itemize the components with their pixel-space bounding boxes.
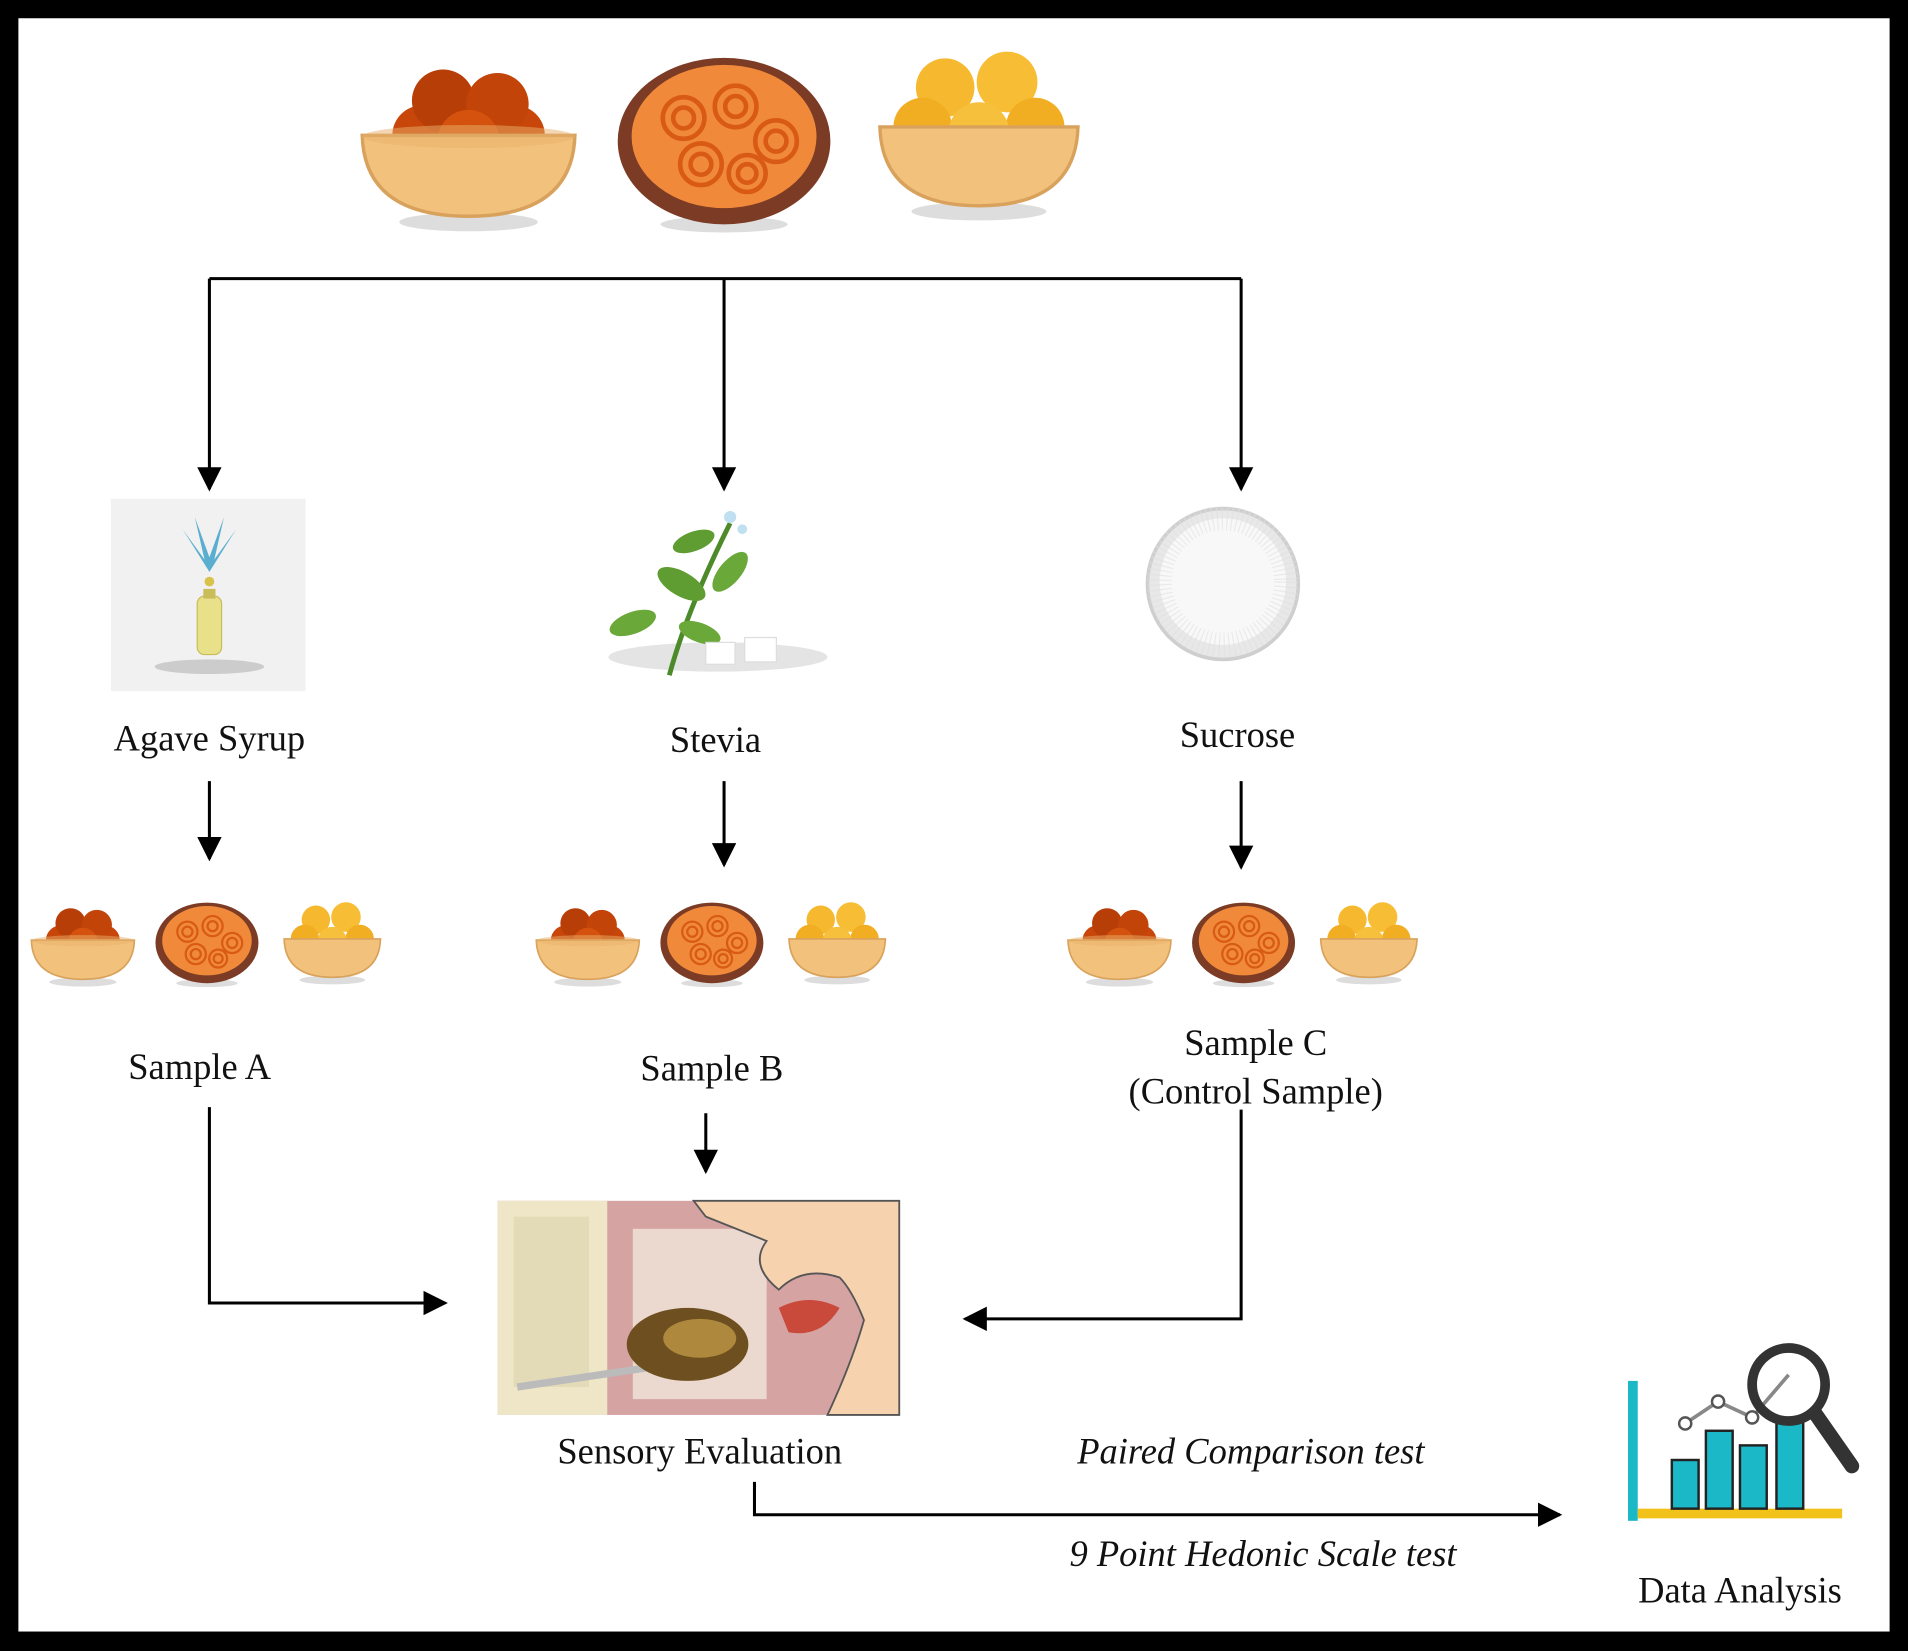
data-analysis-label: Data Analysis xyxy=(1638,1569,1842,1610)
hedonic-scale-label: 9 Point Hedonic Scale test xyxy=(1070,1533,1458,1574)
sample-c-label: Sample C xyxy=(1184,1022,1327,1063)
sample-a-label: Sample A xyxy=(128,1046,272,1087)
arrow-sensory-to-analysis xyxy=(752,1481,1563,1527)
arrow-sample-c-to-sensory xyxy=(962,1109,1243,1332)
sweetener-label-stevia: Stevia xyxy=(670,719,761,760)
paired-comparison-label: Paired Comparison test xyxy=(1076,1431,1425,1472)
sensory-evaluation-label: Sensory Evaluation xyxy=(557,1431,842,1472)
canvas xyxy=(18,18,1890,1632)
sweetener-label-sucrose: Sucrose xyxy=(1180,714,1296,755)
agave-syrup-icon xyxy=(110,498,306,692)
arrow-sample-a-to-sensory xyxy=(207,1107,448,1316)
stevia-plant-icon xyxy=(608,510,828,676)
person-tasting-icon xyxy=(497,1199,901,1416)
sample-b-label: Sample B xyxy=(640,1047,783,1088)
sugar-bowl-icon xyxy=(1145,506,1301,662)
split-connector xyxy=(197,277,1254,492)
bar-chart-magnifier-icon xyxy=(1628,1343,1860,1521)
sample-c-sublabel: (Control Sample) xyxy=(1129,1071,1383,1112)
sweetener-label-agave: Agave Syrup xyxy=(114,718,306,759)
